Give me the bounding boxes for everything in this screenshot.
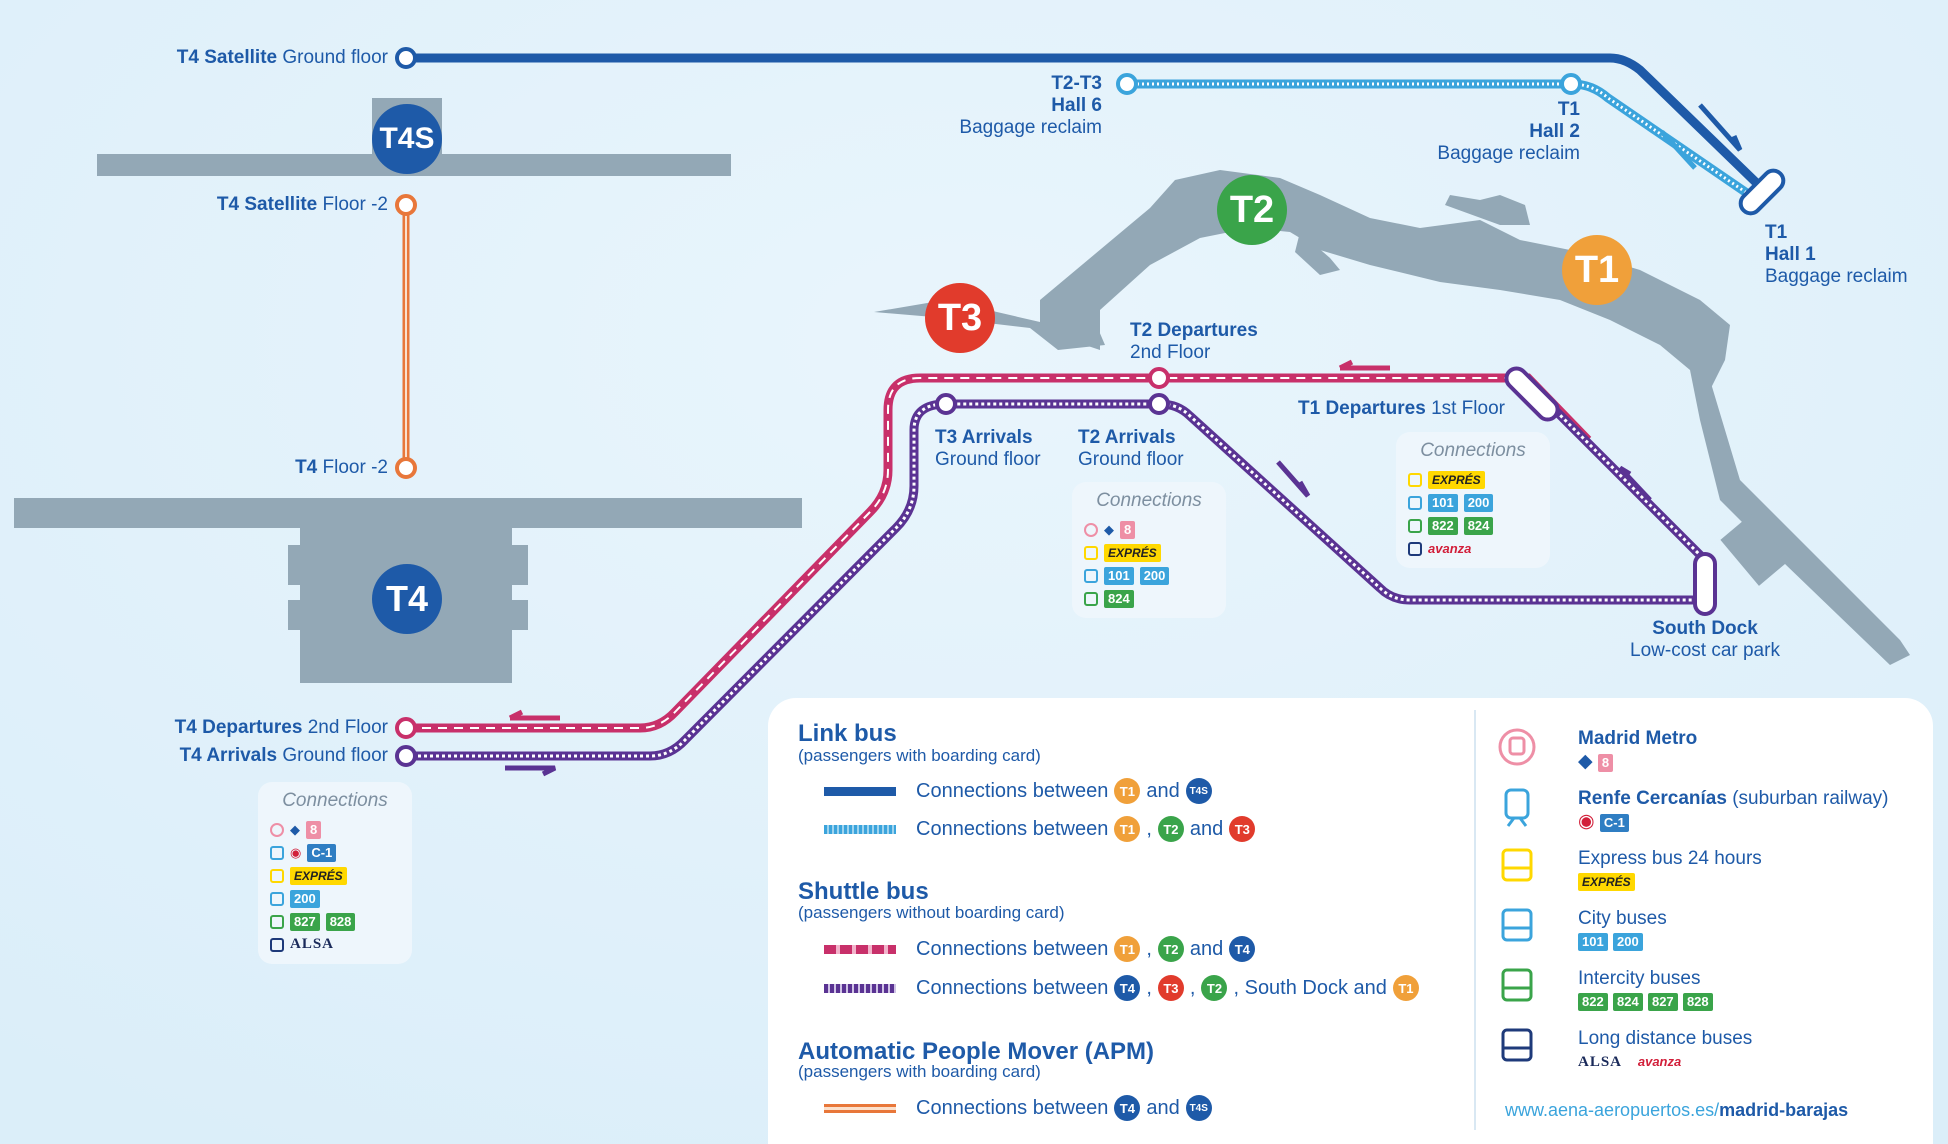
t4-building <box>14 498 802 683</box>
intercity-bus-icon <box>1408 518 1422 533</box>
t4s-badge: T4S <box>372 104 442 174</box>
stop-t1-departures: T1 Departures 1st Floor <box>1298 398 1505 419</box>
t3-badge: T3 <box>925 283 995 353</box>
sym-metro: Madrid Metro◆ 8 <box>1578 728 1698 772</box>
stop-t4s-minus2: T4 Satellite Floor -2 <box>216 194 388 215</box>
shuttle-bus-title: Shuttle bus <box>798 878 929 905</box>
city-bus-icon <box>1408 495 1422 510</box>
link-bus-subtitle: (passengers with boarding card) <box>798 746 1041 765</box>
metro-icon <box>1084 522 1098 537</box>
metro-logo-icon: ◆ <box>290 821 300 837</box>
t123-building <box>874 170 1910 665</box>
apm-subtitle: (passengers with boarding card) <box>798 1062 1041 1081</box>
website-link[interactable]: www.aena-aeropuertos.es/madrid-barajas <box>1505 1100 1849 1120</box>
link-bus-title: Link bus <box>798 720 897 747</box>
express-bus-icon <box>1084 545 1098 560</box>
intercity-bus-icon <box>1084 591 1098 606</box>
legend-panel: Link bus (passengers with boarding card)… <box>768 698 1933 1144</box>
city-bus-icon <box>1084 568 1098 583</box>
renfe-icon: ◉ <box>290 844 302 860</box>
direction-arrows <box>505 103 1743 777</box>
city-bus-icon <box>270 891 284 906</box>
express-bus-icon <box>1408 472 1422 487</box>
legend-shuttle-t4-t3-t2-dock-t1: Connections between T4, T3, T2, South Do… <box>824 975 1419 1001</box>
train-icon <box>270 845 284 860</box>
t1-badge: T1 <box>1562 235 1632 305</box>
connections-title: Connections <box>282 790 388 811</box>
long-distance-bus-icon <box>1408 541 1422 556</box>
t4-badge: T4 <box>372 564 442 634</box>
stop-t4-departures: T4 Departures 2nd Floor <box>174 717 388 738</box>
apm-title: Automatic People Mover (APM) <box>798 1038 1155 1065</box>
express-bus-icon <box>270 868 284 883</box>
legend-divider <box>1474 710 1476 1130</box>
express-bus-icon <box>1501 848 1533 882</box>
train-icon <box>1504 788 1530 827</box>
shuttle-bus-subtitle: (passengers without boarding card) <box>798 903 1065 922</box>
long-distance-bus-icon <box>1501 1028 1533 1062</box>
metro-logo-icon: ◆ <box>1104 521 1114 537</box>
stop-t4-minus2: T4 Floor -2 <box>295 457 388 478</box>
sym-renfe: Renfe Cercanías (suburban railway)◉ C-1 <box>1578 788 1889 832</box>
stop-t4s-ground: T4 Satellite Ground floor <box>176 47 388 68</box>
stop-t4-arrivals: T4 Arrivals Ground floor <box>179 745 388 766</box>
intercity-bus-icon <box>270 914 284 929</box>
t2-badge: T2 <box>1217 175 1287 245</box>
metro-icon <box>270 822 284 837</box>
long-distance-bus-icon <box>270 937 284 952</box>
metro-icon <box>1498 728 1536 766</box>
intercity-bus-icon <box>1501 968 1533 1002</box>
city-bus-icon <box>1501 908 1533 942</box>
